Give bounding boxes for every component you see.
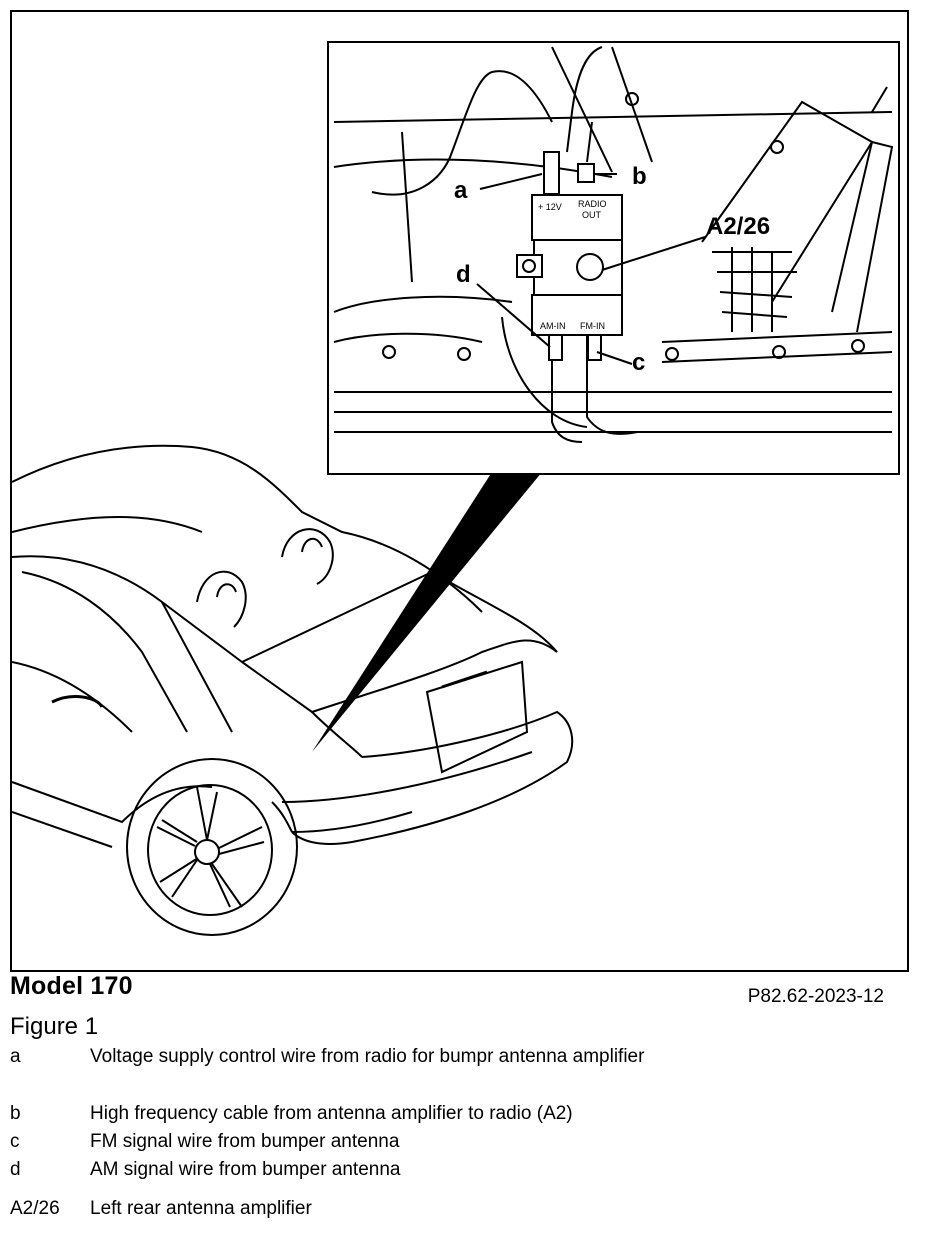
figure-frame: + 12V RADIO OUT AM-IN FM-IN a b A2/26 d … — [10, 10, 909, 972]
detail-inset: + 12V RADIO OUT AM-IN FM-IN a b A2/26 d … — [327, 41, 900, 475]
legend-text: Left rear antenna amplifier — [90, 1198, 312, 1219]
legend-key: b — [10, 1103, 21, 1124]
legend-text: FM signal wire from bumper antenna — [90, 1131, 400, 1152]
legend-key: A2/26 — [10, 1198, 60, 1219]
callout-b: b — [632, 163, 647, 190]
callout-d: d — [456, 261, 471, 288]
reference-code: P82.62-2023-12 — [747, 986, 884, 1007]
callout-a2-26: A2/26 — [706, 213, 770, 240]
detail-pointer — [312, 472, 542, 752]
legend-text: High frequency cable from antenna amplif… — [90, 1103, 573, 1124]
am-in-label: AM-IN — [540, 321, 566, 331]
legend-text: AM signal wire from bumper antenna — [90, 1159, 401, 1180]
power-label: + 12V — [538, 202, 562, 212]
legend-key: d — [10, 1159, 21, 1180]
model-label: Model 170 — [10, 972, 133, 1000]
callout-a: a — [454, 177, 468, 204]
legend-key: c — [10, 1131, 20, 1152]
legend-text: Voltage supply control wire from radio f… — [90, 1046, 645, 1067]
callout-c: c — [632, 349, 645, 376]
fm-in-label: FM-IN — [580, 321, 605, 331]
radio-out-label-line2: OUT — [582, 210, 602, 220]
radio-out-label-line1: RADIO — [578, 199, 607, 209]
antenna-amplifier-module — [516, 151, 623, 361]
figure-title: Figure 1 — [10, 1013, 99, 1040]
diagram-illustration: + 12V RADIO OUT AM-IN FM-IN a b A2/26 d … — [12, 41, 900, 936]
legend-key: a — [10, 1046, 21, 1067]
